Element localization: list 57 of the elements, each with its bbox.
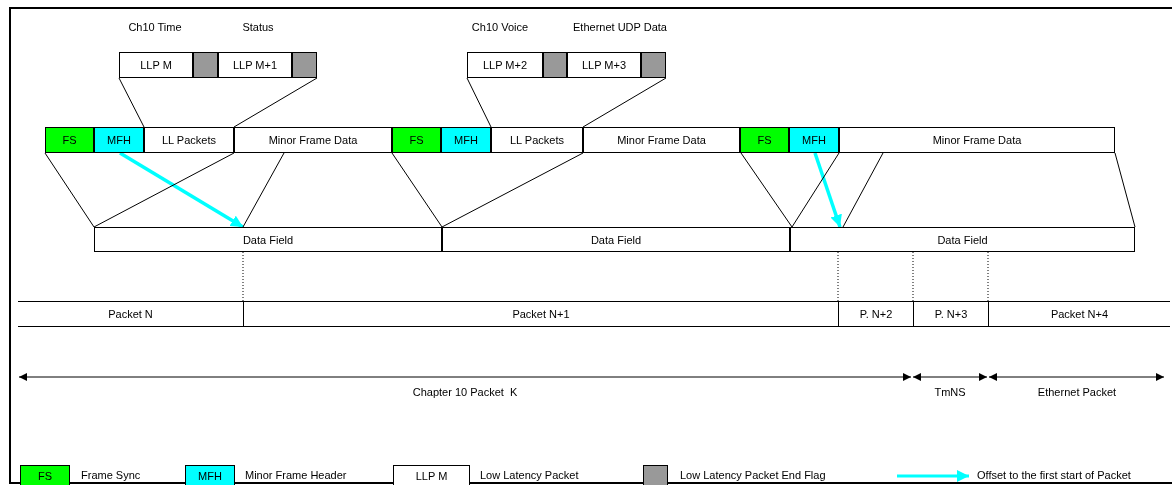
- packet-segment: P. N+3: [913, 301, 988, 327]
- header-box: MFH: [789, 127, 839, 153]
- legend-label: Low Latency Packet End Flag: [680, 469, 826, 481]
- packet-segment: Packet N: [18, 301, 243, 327]
- field-caption: Ethernet UDP Data: [573, 21, 667, 33]
- connector-line: [466, 77, 492, 128]
- connector-line: [441, 152, 584, 228]
- dimension-label: TmNS: [934, 386, 966, 398]
- dimension-label: Chapter 10 Packet K: [412, 386, 518, 398]
- field-caption: Ch10 Time: [128, 21, 182, 33]
- connector-line: [118, 77, 145, 128]
- connector-line: [44, 152, 95, 228]
- packet-box: LLP M+1: [218, 52, 292, 78]
- packet-box: LLP M: [119, 52, 193, 78]
- frame-segment-box: Minor Frame Data: [839, 127, 1115, 153]
- legend-label: Minor Frame Header: [245, 469, 347, 481]
- end-flag-box: [292, 52, 317, 78]
- connector-line: [740, 152, 793, 228]
- frame-segment-box: LL Packets: [491, 127, 583, 153]
- legend-label: Offset to the first start of Packet: [977, 469, 1131, 481]
- frame-segment-box: Minor Frame Data: [583, 127, 740, 153]
- packet-segment: P. N+2: [838, 301, 913, 327]
- offset-arrow: [119, 151, 244, 229]
- data-field-box: Data Field: [790, 227, 1135, 252]
- connector-line: [842, 152, 884, 228]
- legend-swatch: FS: [20, 465, 70, 485]
- header-box: MFH: [94, 127, 144, 153]
- end-flag-box: [193, 52, 218, 78]
- dimension-label: Ethernet Packet: [1037, 386, 1117, 398]
- offset-arrow: [813, 152, 842, 228]
- frame-sync-box: FS: [45, 127, 94, 153]
- packet-box: LLP M+3: [567, 52, 641, 78]
- packet-segment: Packet N+1: [243, 301, 838, 327]
- field-caption: Status: [242, 21, 274, 33]
- connector-line: [1114, 152, 1136, 228]
- connector-line: [791, 152, 840, 228]
- frame-sync-box: FS: [392, 127, 441, 153]
- legend-label: Low Latency Packet: [480, 469, 579, 481]
- header-box: MFH: [441, 127, 491, 153]
- packet-segment: Packet N+4: [988, 301, 1170, 327]
- legend-label: Frame Sync: [81, 469, 141, 481]
- connector-line: [391, 152, 443, 228]
- data-field-box: Data Field: [94, 227, 442, 252]
- field-caption: Ch10 Voice: [471, 21, 529, 33]
- frame-segment-box: LL Packets: [144, 127, 234, 153]
- connector-line: [93, 152, 235, 228]
- legend-swatch: MFH: [185, 465, 235, 485]
- connector-line: [582, 77, 667, 128]
- connector-line: [233, 77, 318, 128]
- connector-line: [242, 152, 285, 228]
- legend-swatch: LLP M: [393, 465, 470, 485]
- frame-sync-box: FS: [740, 127, 789, 153]
- data-field-box: Data Field: [442, 227, 790, 252]
- end-flag-box: [543, 52, 567, 78]
- frame-segment-box: Minor Frame Data: [234, 127, 392, 153]
- packet-box: LLP M+2: [467, 52, 543, 78]
- end-flag-box: [641, 52, 666, 78]
